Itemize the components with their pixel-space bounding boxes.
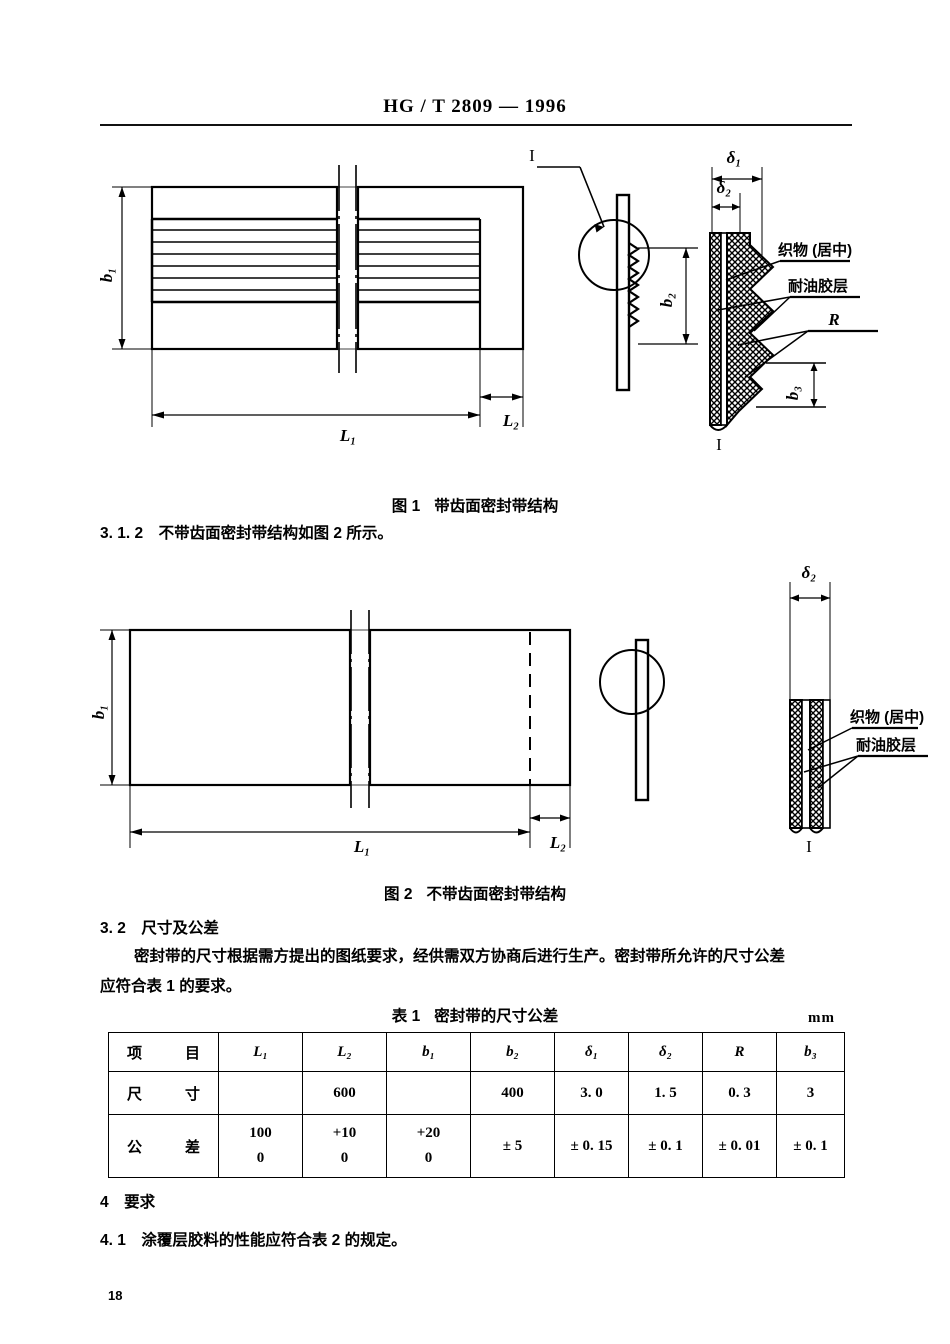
figure2-label-b1: b₁ [90, 705, 108, 719]
figure2-label-fabric: 织物 (居中) [850, 708, 924, 726]
figure2-detail-mark: I [806, 837, 812, 856]
size-b2: 400 [470, 1071, 555, 1115]
figure1-detail-mark-top: I [529, 146, 535, 165]
table-header-L1: L₁ [218, 1032, 303, 1072]
table-1-caption: 表 1 密封带的尺寸公差 [0, 1004, 950, 1026]
figure-1-caption-title: 带齿面密封带结构 [434, 498, 559, 515]
size-delta2: 1. 5 [628, 1071, 703, 1115]
table-header-b1: b₁ [386, 1032, 471, 1072]
figure-2-caption-number: 图 2 [384, 886, 413, 903]
tolerance-L1: 100 0 [218, 1114, 303, 1178]
table-header-L2: L₂ [302, 1032, 387, 1072]
table-1-caption-number: 表 1 [391, 1008, 421, 1025]
figure1-label-b2: b₂ [657, 293, 676, 308]
figure1-label-L1: L₁ [339, 426, 356, 445]
figure2-label-delta2: δ₂ [802, 563, 817, 582]
figure-1-toothed-sealing-band: b₁ L₁ L₂ I b₂ δ₁ δ₂ 织物 (居中) 耐油胶层 R b₃ I [90, 145, 950, 470]
figure1-label-R: R [827, 310, 839, 329]
table-header-R: R [702, 1032, 777, 1072]
tolerance-delta1: ± 0. 15 [554, 1114, 629, 1178]
table-row-tolerance: 公 差 100 0 +10 0 +20 0 ± 5 ± 0. 15 ± 0. 1… [108, 1114, 845, 1178]
section-3-2-body-line1: 密封带的尺寸根据需方提出的图纸要求，经供需双方协商后进行生产。密封带所允许的尺寸… [134, 948, 786, 965]
page-title: HG / T 2809 — 1996 [383, 96, 567, 117]
figure1-label-delta2: δ₂ [717, 178, 732, 197]
tolerance-R: ± 0. 01 [702, 1114, 777, 1178]
size-b1 [386, 1071, 471, 1115]
tolerance-b2: ± 5 [470, 1114, 555, 1178]
section-3-2-body-line2: 应符合表 1 的要求。 [100, 978, 242, 995]
tolerance-b1-lower: 0 [424, 1150, 433, 1166]
size-R: 0. 3 [702, 1071, 777, 1115]
table-header-delta1: δ₁ [554, 1032, 629, 1072]
figure2-label-oil-layer: 耐油胶层 [856, 736, 916, 754]
table-unit-label: mm [808, 1010, 835, 1026]
figure-1-caption: 图 1 带齿面密封带结构 [0, 494, 950, 516]
size-L2: 600 [302, 1071, 387, 1115]
table-row-tolerance-label: 公 差 [108, 1114, 219, 1178]
figure-1-caption-number: 图 1 [391, 498, 421, 515]
section-3-2-heading: 3. 2 尺寸及公差 [100, 920, 219, 937]
tolerance-L2: +10 0 [302, 1114, 387, 1178]
size-b3: 3 [776, 1071, 845, 1115]
figure2-label-L2: L₂ [549, 833, 566, 852]
figure2-label-L1: L₁ [353, 837, 370, 856]
table-header-b2: b₂ [470, 1032, 555, 1072]
table-row-size: 尺 寸 600 400 3. 0 1. 5 0. 3 3 [108, 1071, 845, 1115]
figure-2-plain-sealing-band: b₁ L₁ L₂ δ₂ 织物 (居中) 耐油胶层 I [90, 560, 950, 860]
table-header-b3: b₃ [776, 1032, 845, 1072]
tolerance-delta2: ± 0. 1 [628, 1114, 703, 1178]
tolerance-L1-lower: 0 [256, 1150, 265, 1166]
figure-2-caption-title: 不带齿面密封带结构 [426, 886, 566, 903]
page-number: 18 [108, 1288, 123, 1303]
table-header-row: 项 目 L₁ L₂ b₁ b₂ δ₁ δ₂ R b₃ [108, 1032, 845, 1072]
figure-2-caption: 图 2 不带齿面密封带结构 [0, 882, 950, 904]
figure1-label-b1: b₁ [97, 268, 116, 282]
figure1-label-b3: b₃ [783, 386, 802, 401]
tolerance-L1-upper: 100 [249, 1125, 272, 1141]
tolerance-L2-lower: 0 [340, 1150, 349, 1166]
figure1-label-delta1: δ₁ [727, 148, 742, 167]
table-row-size-label: 尺 寸 [108, 1071, 219, 1115]
figure1-detail-mark-bottom: I [716, 435, 722, 454]
figure1-label-L2: L₂ [502, 411, 519, 430]
figure1-label-fabric: 织物 (居中) [778, 241, 852, 259]
size-L1 [218, 1071, 303, 1115]
tolerance-b1-upper: +20 [416, 1125, 441, 1141]
size-delta1: 3. 0 [554, 1071, 629, 1115]
tolerance-L2-upper: +10 [332, 1125, 357, 1141]
table-header-item: 项 目 [108, 1032, 219, 1072]
section-4-heading: 4 要求 [100, 1194, 156, 1211]
figure1-label-oil-layer: 耐油胶层 [788, 277, 848, 295]
table-header-delta2: δ₂ [628, 1032, 703, 1072]
tolerance-b3: ± 0. 1 [776, 1114, 845, 1178]
tolerance-b1: +20 0 [386, 1114, 471, 1178]
section-3-1-2-text: 3. 1. 2 不带齿面密封带结构如图 2 所示。 [100, 525, 393, 542]
header-divider [100, 124, 852, 126]
dimension-tolerance-table: 项 目 L₁ L₂ b₁ b₂ δ₁ δ₂ R b₃ 尺 寸 600 400 3… [108, 1032, 845, 1178]
section-4-1-text: 4. 1 涂覆层胶料的性能应符合表 2 的规定。 [100, 1232, 407, 1249]
table-1-caption-title: 密封带的尺寸公差 [434, 1008, 559, 1025]
